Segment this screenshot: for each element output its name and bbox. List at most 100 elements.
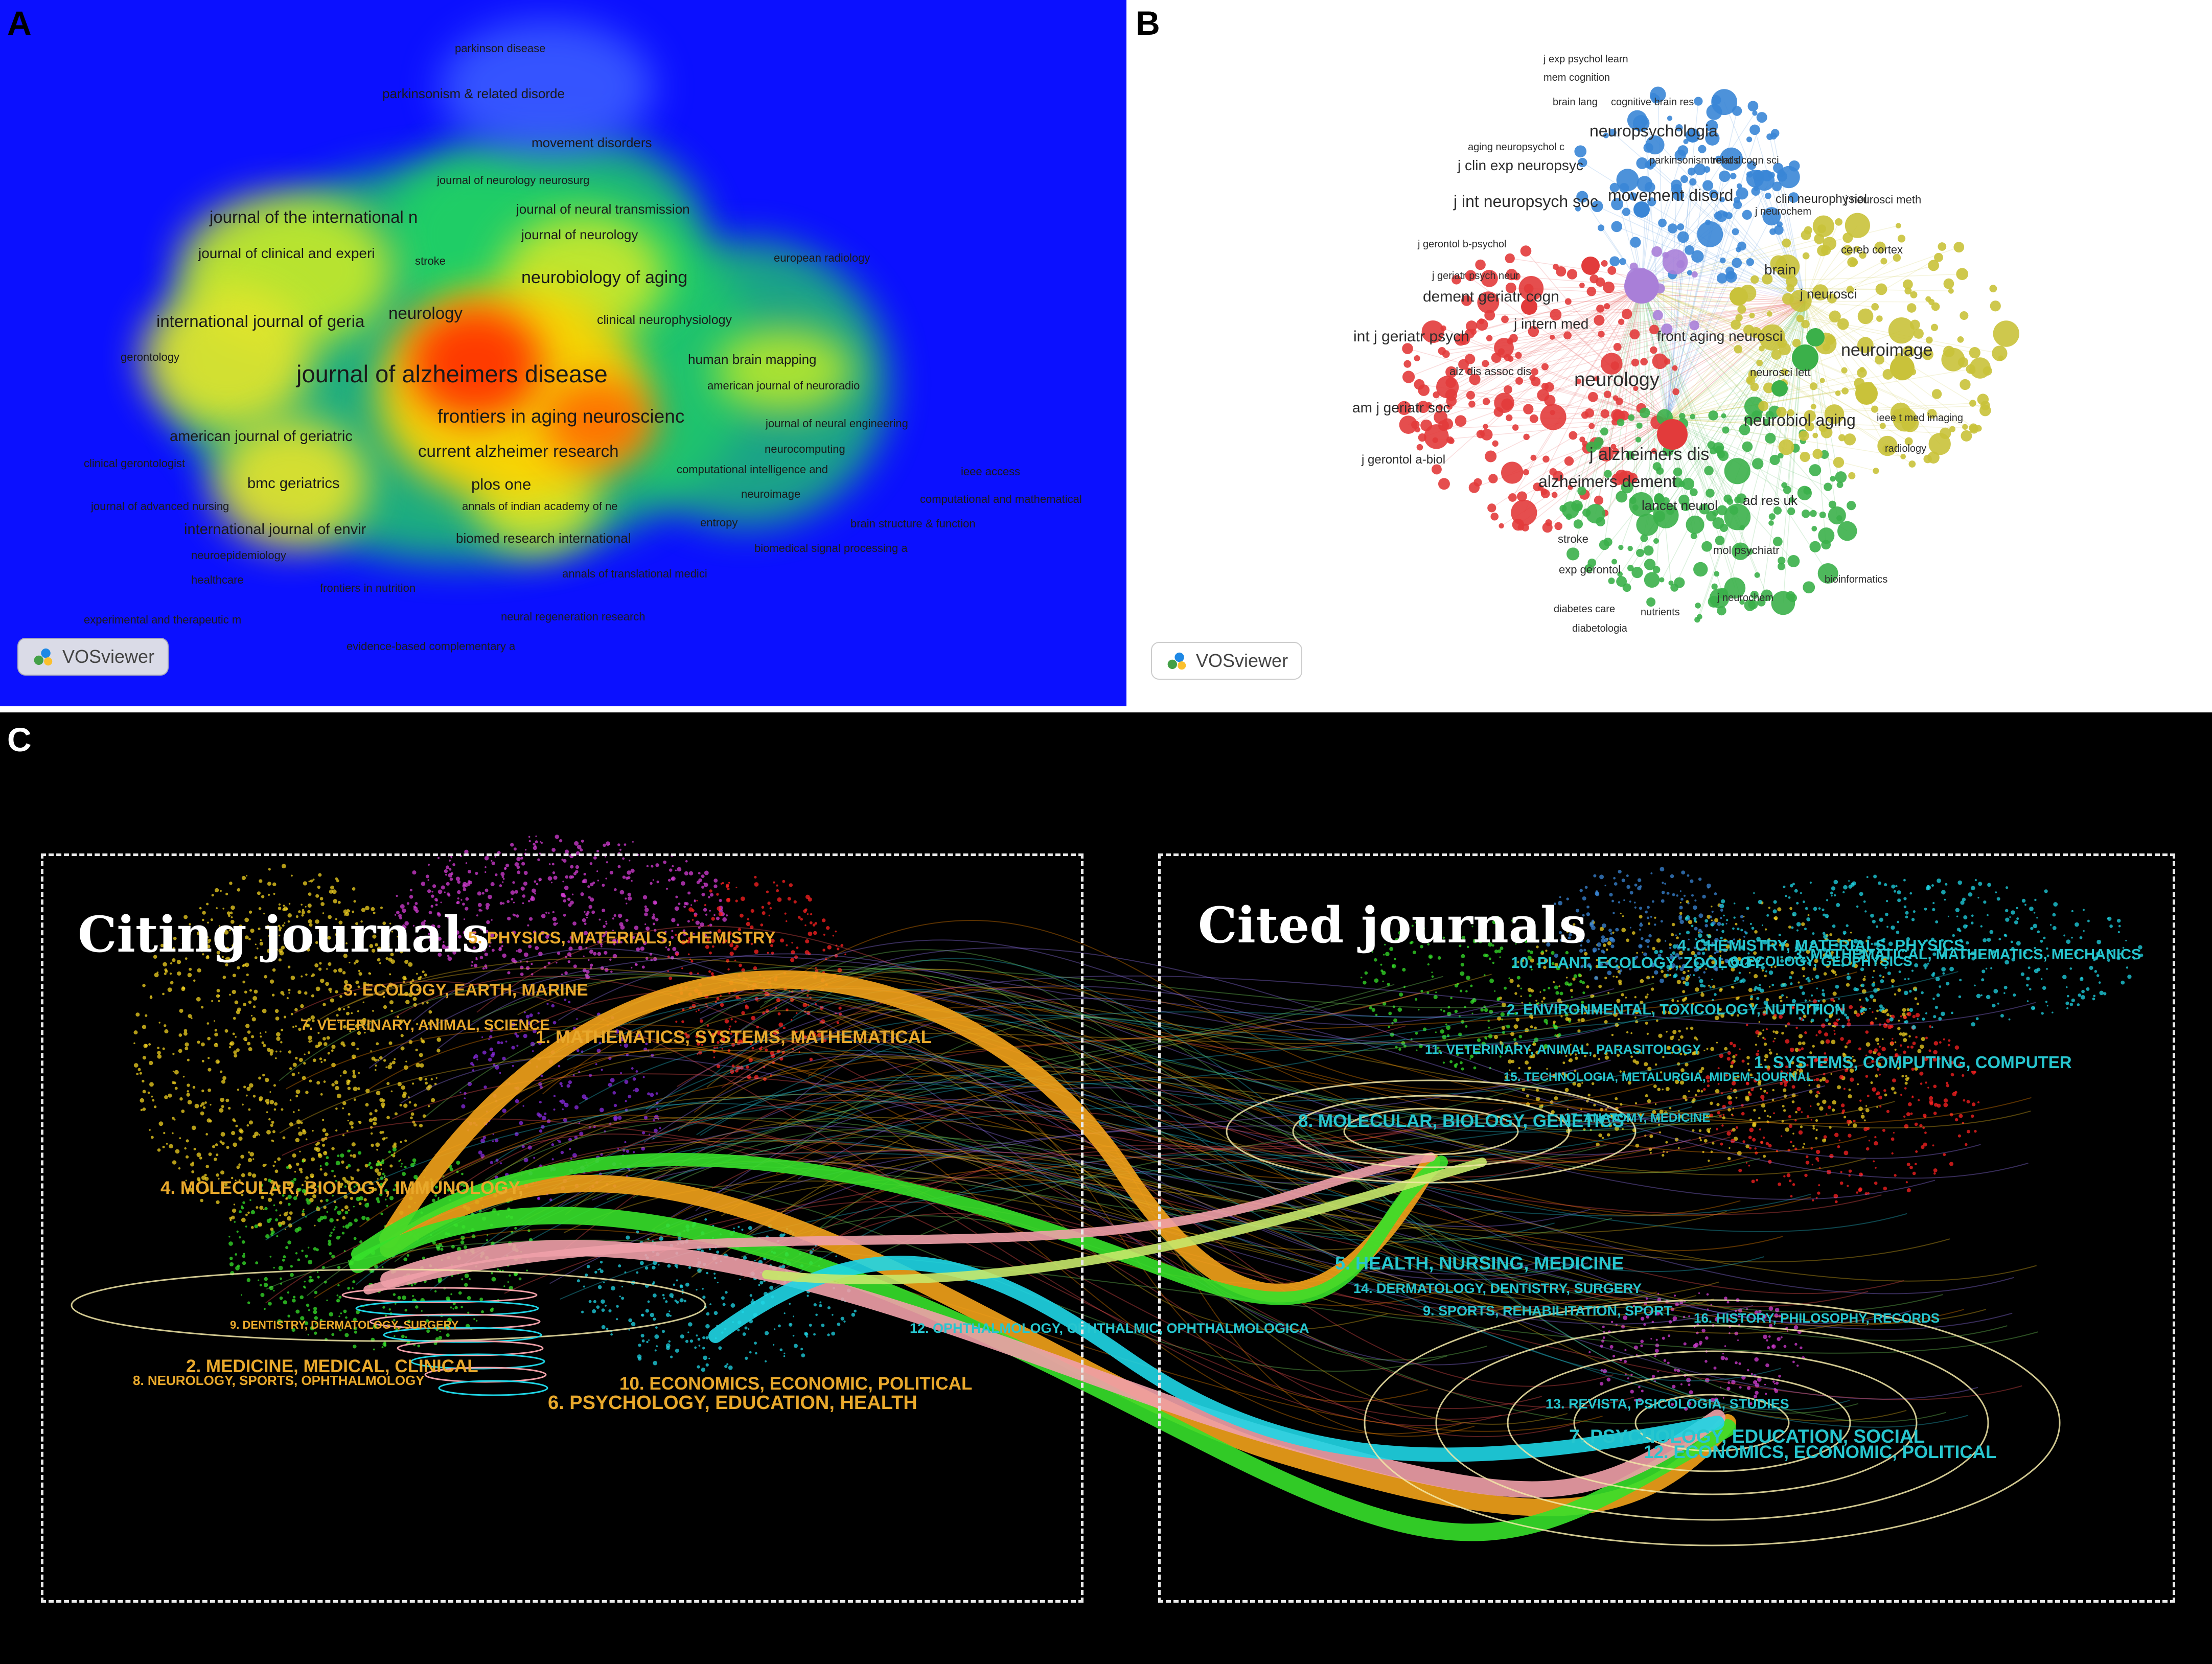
scatter-dot: [479, 942, 484, 947]
journal-node: [1613, 343, 1622, 351]
scatter-dot: [373, 1121, 377, 1126]
journal-node: [1594, 442, 1602, 450]
scatter-dot: [334, 1226, 336, 1228]
scatter-dot: [179, 1009, 183, 1013]
scatter-dot: [268, 1302, 272, 1306]
scatter-dot: [682, 929, 686, 932]
journal-node: [1644, 181, 1655, 193]
scatter-dot: [236, 1230, 239, 1233]
scatter-dot: [333, 1200, 336, 1204]
journal-node: [1554, 522, 1563, 530]
scatter-dot: [261, 895, 265, 898]
journal-node: [1486, 335, 1493, 341]
scatter-dot: [547, 876, 552, 881]
scatter-dot: [366, 983, 370, 987]
scatter-dot: [754, 949, 759, 954]
journal-node: [1568, 484, 1573, 490]
scatter-dot: [588, 905, 593, 909]
journal-node: [1717, 588, 1729, 599]
scatter-dot: [535, 946, 539, 950]
scatter-dot: [208, 1152, 212, 1157]
scatter-dot: [754, 997, 759, 1001]
scatter-dot: [172, 958, 176, 962]
scatter-dot: [694, 899, 696, 902]
scatter-dot: [695, 1010, 697, 1012]
journal-node: [1561, 501, 1579, 519]
scatter-dot: [373, 1117, 377, 1121]
journal-node: [1801, 510, 1810, 518]
scatter-dot: [342, 1226, 345, 1228]
scatter-dot: [312, 1129, 314, 1132]
scatter-dot: [452, 1307, 454, 1310]
scatter-dot: [216, 907, 218, 909]
scatter-dot: [410, 1116, 413, 1120]
scatter-dot: [484, 964, 488, 967]
journal-node: [1787, 409, 1794, 417]
journal-node: [1833, 457, 1845, 468]
scatter-dot: [409, 981, 412, 984]
scatter-dot: [527, 899, 531, 903]
scatter-dot: [389, 1000, 394, 1005]
scatter-dot: [446, 1333, 450, 1337]
journal-node: [1838, 434, 1846, 442]
scatter-dot: [379, 1131, 383, 1134]
scatter-dot: [556, 962, 558, 964]
journal-node: [1596, 304, 1604, 313]
journal-node: [1848, 472, 1856, 479]
scatter-dot: [240, 1294, 243, 1296]
scatter-dot: [365, 1103, 369, 1107]
scatter-dot: [677, 867, 682, 872]
journal-node: [1732, 542, 1749, 560]
scatter-dot: [162, 1145, 165, 1148]
scatter-dot: [393, 1142, 397, 1146]
scatter-dot: [464, 849, 469, 854]
scatter-dot: [391, 931, 394, 933]
scatter-dot: [303, 881, 307, 886]
scatter-dot: [185, 957, 188, 960]
journal-node: [1836, 481, 1844, 488]
scatter-dot: [575, 865, 580, 869]
scatter-dot: [172, 1053, 175, 1055]
scatter-dot: [685, 902, 689, 906]
journal-node: [1576, 378, 1582, 384]
journal-node: [1725, 212, 1733, 219]
scatter-dot: [751, 1015, 756, 1021]
scatter-dot: [200, 1198, 203, 1203]
journal-term: annals of indian academy of ne: [462, 500, 618, 513]
journal-term: journal of alzheimers disease: [296, 360, 608, 387]
scatter-dot: [531, 973, 534, 976]
journal-node: [1768, 513, 1776, 520]
scatter-dot: [436, 1037, 442, 1042]
scatter-dot: [214, 1029, 217, 1032]
scatter-dot: [389, 1164, 393, 1168]
journal-node-label: trends cogn sci: [1710, 155, 1779, 166]
scatter-dot: [794, 955, 798, 959]
scatter-dot: [568, 946, 573, 951]
scatter-dot: [353, 1345, 357, 1349]
scatter-dot: [485, 888, 489, 892]
scatter-dot: [273, 1266, 275, 1269]
journal-node: [1746, 376, 1756, 385]
scatter-dot: [229, 1262, 234, 1267]
scatter-dot: [445, 865, 450, 869]
scatter-dot: [351, 1012, 353, 1014]
scatter-dot: [322, 912, 325, 914]
scatter-dot: [583, 872, 586, 876]
scatter-dot: [393, 1319, 396, 1322]
journal-node: [1694, 163, 1706, 175]
journal-node: [1842, 245, 1853, 256]
scatter-dot: [730, 1069, 734, 1074]
journal-node: [1792, 338, 1801, 348]
journal-node: [1651, 246, 1663, 257]
scatter-dot: [520, 965, 524, 969]
journal-node: [1586, 287, 1597, 296]
scatter-dot: [304, 1180, 306, 1182]
scatter-dot: [564, 849, 569, 854]
scatter-dot: [441, 885, 445, 890]
scatter-dot: [323, 1080, 326, 1083]
scatter-dot: [355, 980, 359, 984]
scatter-dot: [312, 1058, 316, 1062]
journal-node-label: neurobiol aging: [1744, 411, 1856, 429]
scatter-dot: [157, 1051, 161, 1055]
journal-node: [1611, 221, 1623, 233]
